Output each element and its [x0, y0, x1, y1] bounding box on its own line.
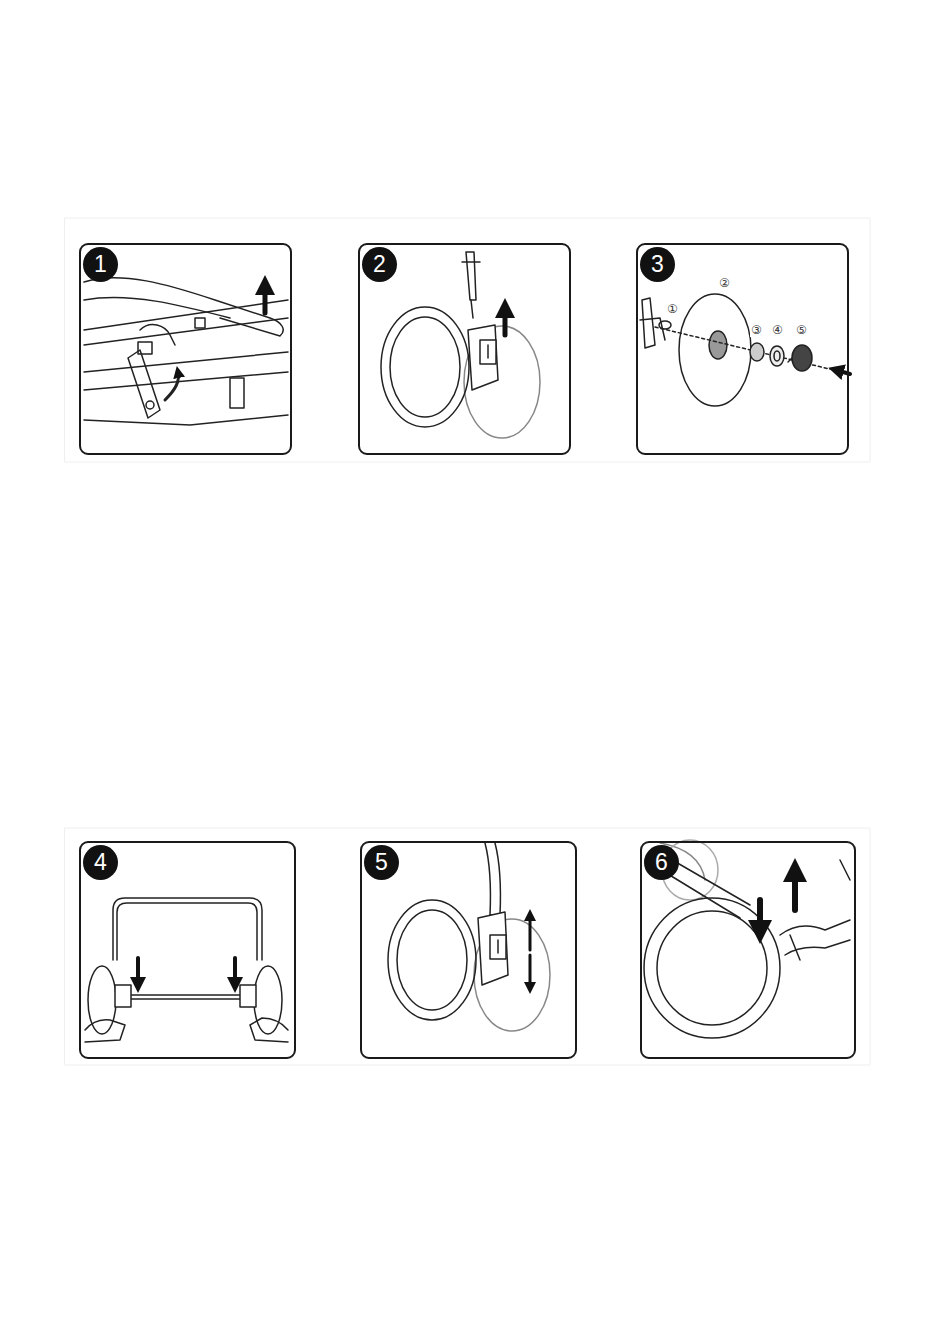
fold-illustration [84, 278, 288, 425]
step-panel: 3 [636, 243, 849, 455]
step-number: 1 [83, 247, 118, 282]
step-panel: 4 [79, 841, 296, 1059]
axle-illustration [85, 898, 288, 1042]
step-number: 5 [364, 845, 399, 880]
callout-number: ④ [771, 324, 784, 337]
step-panel: 6 [640, 841, 856, 1059]
step-number: 3 [640, 247, 675, 282]
callout-number: ② [718, 277, 731, 290]
brake-illustration [644, 840, 850, 1038]
exploded-illustration [640, 294, 850, 406]
wheel-illustration [388, 843, 550, 1031]
row-frame [65, 218, 870, 462]
step-panel: 2 [358, 243, 571, 455]
wheel-illustration [381, 252, 540, 438]
step-panel: 5 [360, 841, 577, 1059]
step-number: 2 [362, 247, 397, 282]
callout-number: ⑤ [795, 324, 808, 337]
callout-number: ③ [750, 324, 763, 337]
step-panel: 1 [79, 243, 292, 455]
step-number: 6 [644, 845, 679, 880]
row-frame [65, 828, 870, 1065]
callout-number: ① [666, 303, 679, 316]
step-number: 4 [83, 845, 118, 880]
